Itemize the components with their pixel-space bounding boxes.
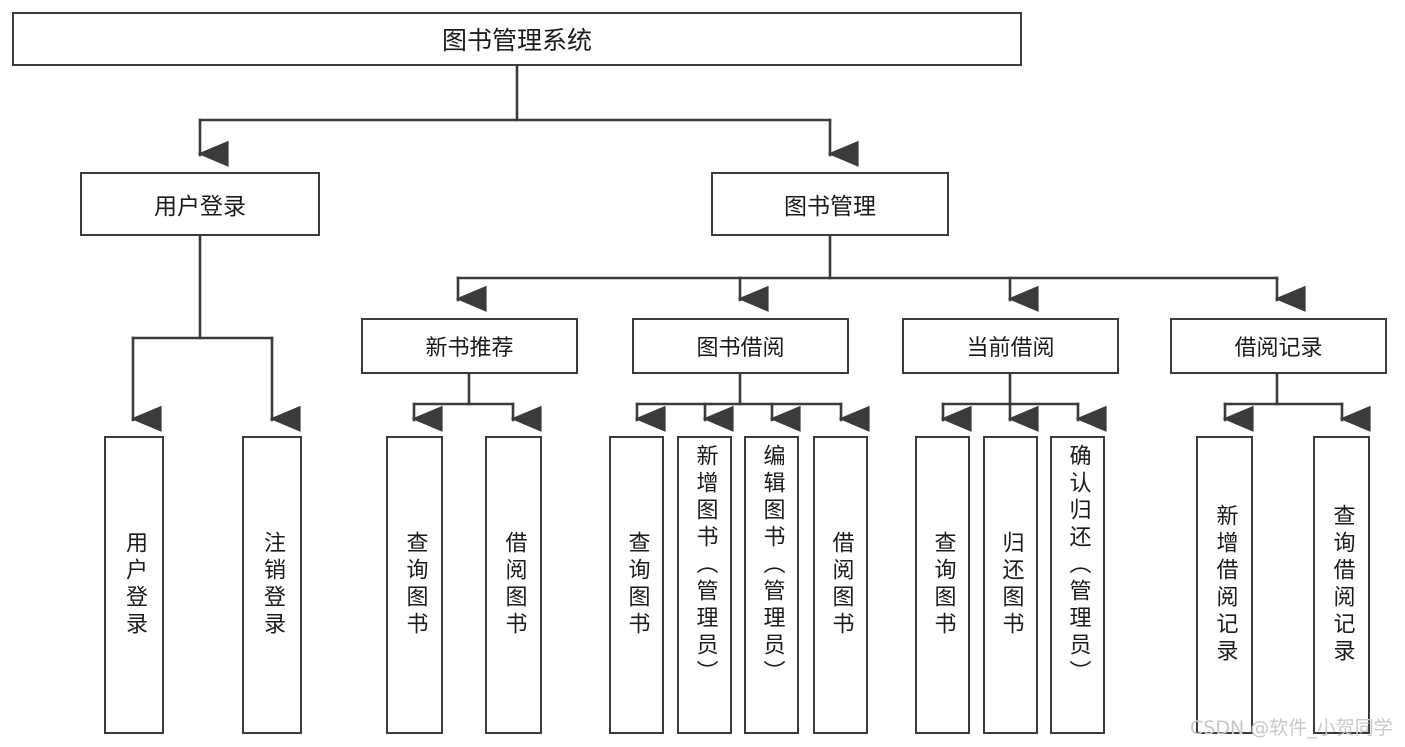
leaf-add-borrow-record[interactable]: 新增借阅记录 (1196, 436, 1253, 734)
node-book-management[interactable]: 图书管理 (711, 172, 949, 236)
node-current-borrow[interactable]: 当前借阅 (902, 318, 1119, 374)
node-new-book-recommend[interactable]: 新书推荐 (361, 318, 578, 374)
leaf-label: 查询图书 (930, 531, 956, 639)
leaf-label: 编辑图书（管理员） (759, 444, 785, 687)
leaf-query-book-borrow[interactable]: 查询图书 (609, 436, 664, 734)
leaf-add-book-admin[interactable]: 新增图书（管理员） (677, 436, 732, 734)
node-label: 图书借阅 (696, 336, 785, 361)
leaf-label: 新增图书（管理员） (692, 444, 718, 687)
leaf-logout-login[interactable]: 注销登录 (242, 436, 302, 734)
leaf-return-book[interactable]: 归还图书 (983, 436, 1038, 734)
node-label: 图书管理 (784, 194, 876, 220)
node-borrow-record[interactable]: 借阅记录 (1170, 318, 1387, 374)
node-label: 新书推荐 (425, 336, 514, 361)
leaf-query-borrow-record[interactable]: 查询借阅记录 (1313, 436, 1370, 734)
node-label: 图书管理系统 (441, 26, 592, 55)
leaf-label: 新增借阅记录 (1212, 504, 1238, 666)
leaf-user-login[interactable]: 用户登录 (104, 436, 164, 734)
leaf-borrow-book[interactable]: 借阅图书 (813, 436, 868, 734)
leaf-label: 借阅图书 (501, 531, 527, 639)
leaf-query-book-recommend[interactable]: 查询图书 (386, 436, 443, 734)
leaf-label: 查询借阅记录 (1329, 504, 1355, 666)
csdn-watermark: CSDN @软件_小贺同学 (1190, 717, 1393, 739)
node-label: 用户登录 (154, 194, 246, 220)
leaf-label: 借阅图书 (828, 531, 854, 639)
node-label: 当前借阅 (966, 336, 1055, 361)
leaf-borrow-book-recommend[interactable]: 借阅图书 (485, 436, 542, 734)
leaf-label: 注销登录 (260, 531, 285, 639)
leaf-query-book-current[interactable]: 查询图书 (915, 436, 970, 734)
leaf-label: 确认归还（管理员） (1065, 444, 1091, 687)
node-user-login[interactable]: 用户登录 (80, 172, 320, 236)
leaf-confirm-return-admin[interactable]: 确认归还（管理员） (1050, 436, 1105, 734)
leaf-label: 查询图书 (402, 531, 428, 639)
leaf-edit-book-admin[interactable]: 编辑图书（管理员） (744, 436, 799, 734)
leaf-label: 归还图书 (998, 531, 1024, 639)
leaf-label: 用户登录 (122, 531, 147, 639)
leaf-label: 查询图书 (624, 531, 650, 639)
node-root-system[interactable]: 图书管理系统 (12, 12, 1022, 66)
node-book-borrow[interactable]: 图书借阅 (632, 318, 849, 374)
node-label: 借阅记录 (1234, 336, 1323, 361)
